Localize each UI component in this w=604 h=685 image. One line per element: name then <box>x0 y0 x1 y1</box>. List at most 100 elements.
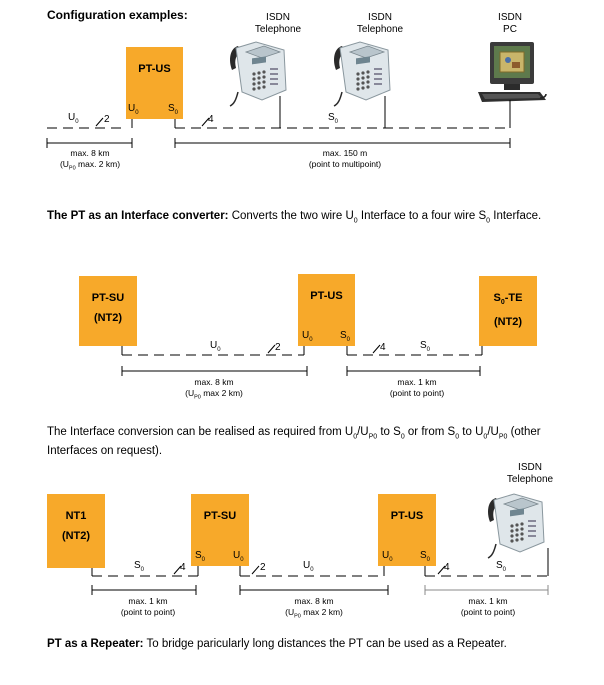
text-part: (U <box>285 607 295 617</box>
label-line: Telephone <box>254 24 302 35</box>
telephone-icon <box>229 41 287 107</box>
caption-text: The Interface conversion can be realised… <box>47 426 354 438</box>
wire-tick <box>437 565 446 575</box>
text-part: max 2 km) <box>300 607 343 617</box>
text-subscript: P0 <box>294 613 301 620</box>
distance-text: (point to multipoint) <box>308 159 382 169</box>
caption-text: to S <box>377 426 401 438</box>
distance-label: max. 8 km (UP0 max. 2 km) <box>50 148 130 175</box>
box-title: PT-US <box>310 290 343 302</box>
box-title: PT-US <box>390 510 424 522</box>
label-line: ISDN <box>368 12 392 23</box>
wire-tick <box>267 344 276 354</box>
port-subscript: 0 <box>201 557 206 563</box>
line-u0-label: U0 <box>68 112 79 125</box>
label-line: Telephone <box>356 24 404 35</box>
caption-text: Converts the two wire U <box>228 210 354 222</box>
caption-subscript: 0 <box>353 433 358 441</box>
line-letter: S <box>496 560 503 571</box>
caption-subscript: 0 <box>353 217 358 225</box>
text-part: (U <box>185 388 195 398</box>
line-letter: U <box>303 560 311 571</box>
box-title: PT-SU <box>91 292 125 304</box>
port-subscript: 0 <box>389 557 393 563</box>
caption-text: to U <box>459 426 484 438</box>
computer-icon <box>478 42 547 102</box>
port-letter: U <box>382 550 390 561</box>
distance-text: (UP0 max. 2 km) <box>50 159 130 175</box>
port-subscript: 0 <box>240 557 244 563</box>
box-title-subscript: 0 <box>500 299 505 307</box>
line-subscript: 0 <box>334 119 339 125</box>
port-u0-label: U0 <box>233 550 244 563</box>
caption-line: Interfaces on request). <box>47 445 163 458</box>
telephone-icon <box>487 493 545 559</box>
caption-conversion: The Interface conversion can be realised… <box>47 425 541 458</box>
caption-line: The Interface conversion can be realised… <box>47 425 541 444</box>
telephone-icon <box>333 41 391 107</box>
port-u0-label: U0 <box>382 550 393 563</box>
label-line: PC <box>503 24 517 35</box>
isdn-telephone-label-2: ISDN Telephone <box>350 12 410 36</box>
caption-subscript: 0 <box>400 433 405 441</box>
line-u0-label: U0 <box>210 340 221 353</box>
distance-label: max. 150 m (point to multipoint) <box>290 148 400 170</box>
wire-count-label: 4 <box>180 562 186 573</box>
distance-text: max. 8 km <box>70 148 110 158</box>
box-title: PT-SU <box>203 510 237 522</box>
label-line: ISDN <box>518 462 542 473</box>
port-s0-label: S0 <box>168 103 178 116</box>
wire-count-label: 4 <box>208 114 214 125</box>
port-letter: S <box>195 550 202 561</box>
wire-count-label: 2 <box>104 114 110 125</box>
caption-subscript: 0 <box>455 433 460 441</box>
caption-text: /U <box>357 426 369 438</box>
wire-tick <box>95 117 104 127</box>
distance-label: max. 8 km (UP0 max 2 km) <box>272 596 356 623</box>
pt-us-box: PT-US U0 S0 <box>298 274 355 346</box>
port-letter: U <box>233 550 241 561</box>
wire-count-label: 4 <box>444 562 450 573</box>
box-title-letter: S <box>493 292 501 304</box>
distance-label: max. 1 km (point to point) <box>372 377 462 399</box>
line-s0-label: S0 <box>134 560 144 573</box>
caption-converter: The PT as an Interface converter: Conver… <box>47 210 541 224</box>
line-letter: U <box>210 340 218 351</box>
wire-tick <box>201 117 210 127</box>
caption-subscript: P0 <box>368 433 378 441</box>
line-subscript: 0 <box>310 567 314 573</box>
text-part: max. 2 km) <box>75 159 121 169</box>
port-letter: S <box>340 330 347 341</box>
caption-text: or from S <box>404 426 456 438</box>
wire-tick <box>173 565 182 575</box>
box-title: NT1 <box>65 510 87 522</box>
line-subscript: 0 <box>140 567 145 573</box>
line-subscript: 0 <box>217 347 221 353</box>
caption-bold: The PT as an Interface converter: <box>47 210 229 222</box>
distance-text: (point to point) <box>389 388 445 398</box>
pt-us-box: PT-US U0 S0 <box>378 494 436 566</box>
wire-tick <box>372 344 381 354</box>
section-heading: Configuration examples: <box>47 8 188 22</box>
distance-text: max. 150 m <box>322 148 368 158</box>
distance-text: (UP0 max 2 km) <box>174 388 254 404</box>
port-subscript: 0 <box>135 110 139 116</box>
distance-text: max. 8 km <box>194 377 234 387</box>
distance-text: max. 1 km <box>468 596 508 606</box>
box-title-suffix: -TE <box>504 292 523 304</box>
caption-text: To bridge paricularly long distances the… <box>143 638 507 650</box>
distance-text: max. 8 km <box>294 596 334 606</box>
distance-label: max. 1 km (point to point) <box>108 596 188 618</box>
box-title: S0-TE <box>479 292 537 306</box>
port-s0-label: S0 <box>420 550 430 563</box>
nt1-box: NT1 (NT2) <box>47 494 105 568</box>
caption-text: (other <box>507 426 541 438</box>
label-line: Telephone <box>506 474 554 485</box>
caption-bold: PT as a Repeater: <box>47 638 144 650</box>
line-subscript: 0 <box>75 119 79 125</box>
line-s0-label: S0 <box>420 340 430 353</box>
port-s0-label: S0 <box>195 550 205 563</box>
port-s0-label: S0 <box>340 330 350 343</box>
text-part: max 2 km) <box>200 388 243 398</box>
